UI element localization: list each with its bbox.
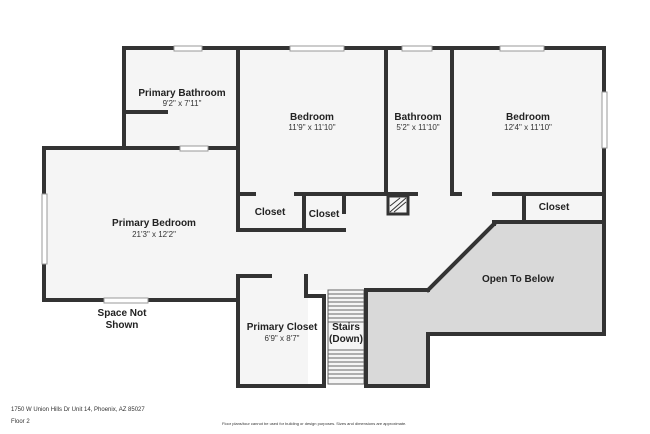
stairs-label: Stairs <box>332 322 360 333</box>
bathroom-dims: 5'2" x 11'10" <box>396 123 439 132</box>
primary-bedroom-dims: 21'3" x 12'2" <box>132 230 176 239</box>
bedroom-right-label: Bedroom <box>506 112 550 123</box>
space-not-shown-label: Space Not <box>98 308 148 319</box>
bedroom-center-label: Bedroom <box>290 112 334 123</box>
disclaimer: Floor plans/tour cannot be used for buil… <box>222 421 407 426</box>
primary-bathroom-label: Primary Bathroom <box>138 88 225 99</box>
primary-closet-dims: 6'9" x 8'7" <box>265 334 300 343</box>
windows <box>41 45 608 304</box>
stairs-sub-label: (Down) <box>329 334 363 345</box>
primary-bedroom-label: Primary Bedroom <box>112 218 196 229</box>
floor-areas <box>44 48 604 386</box>
bedroom-center-dims: 11'9" x 11'10" <box>288 123 335 132</box>
bathroom-label: Bathroom <box>394 112 441 123</box>
floor-label: Floor 2 <box>11 419 30 425</box>
closet-a-label: Closet <box>255 207 286 218</box>
primary-bathroom-dims: 9'2" x 7'11" <box>163 99 202 108</box>
space-not-shown-sub-label: Shown <box>106 320 139 331</box>
open-to-below-label: Open To Below <box>482 274 554 285</box>
primary-closet-label: Primary Closet <box>247 322 318 333</box>
shaft-hatch <box>389 197 407 213</box>
closet-c-label: Closet <box>539 202 570 213</box>
closet-b-label: Closet <box>309 209 340 220</box>
property-address: 1750 W Union Hills Dr Unit 14, Phoenix, … <box>11 407 145 413</box>
bedroom-right-dims: 12'4" x 11'10" <box>504 123 552 132</box>
stairs-treads <box>327 289 365 385</box>
